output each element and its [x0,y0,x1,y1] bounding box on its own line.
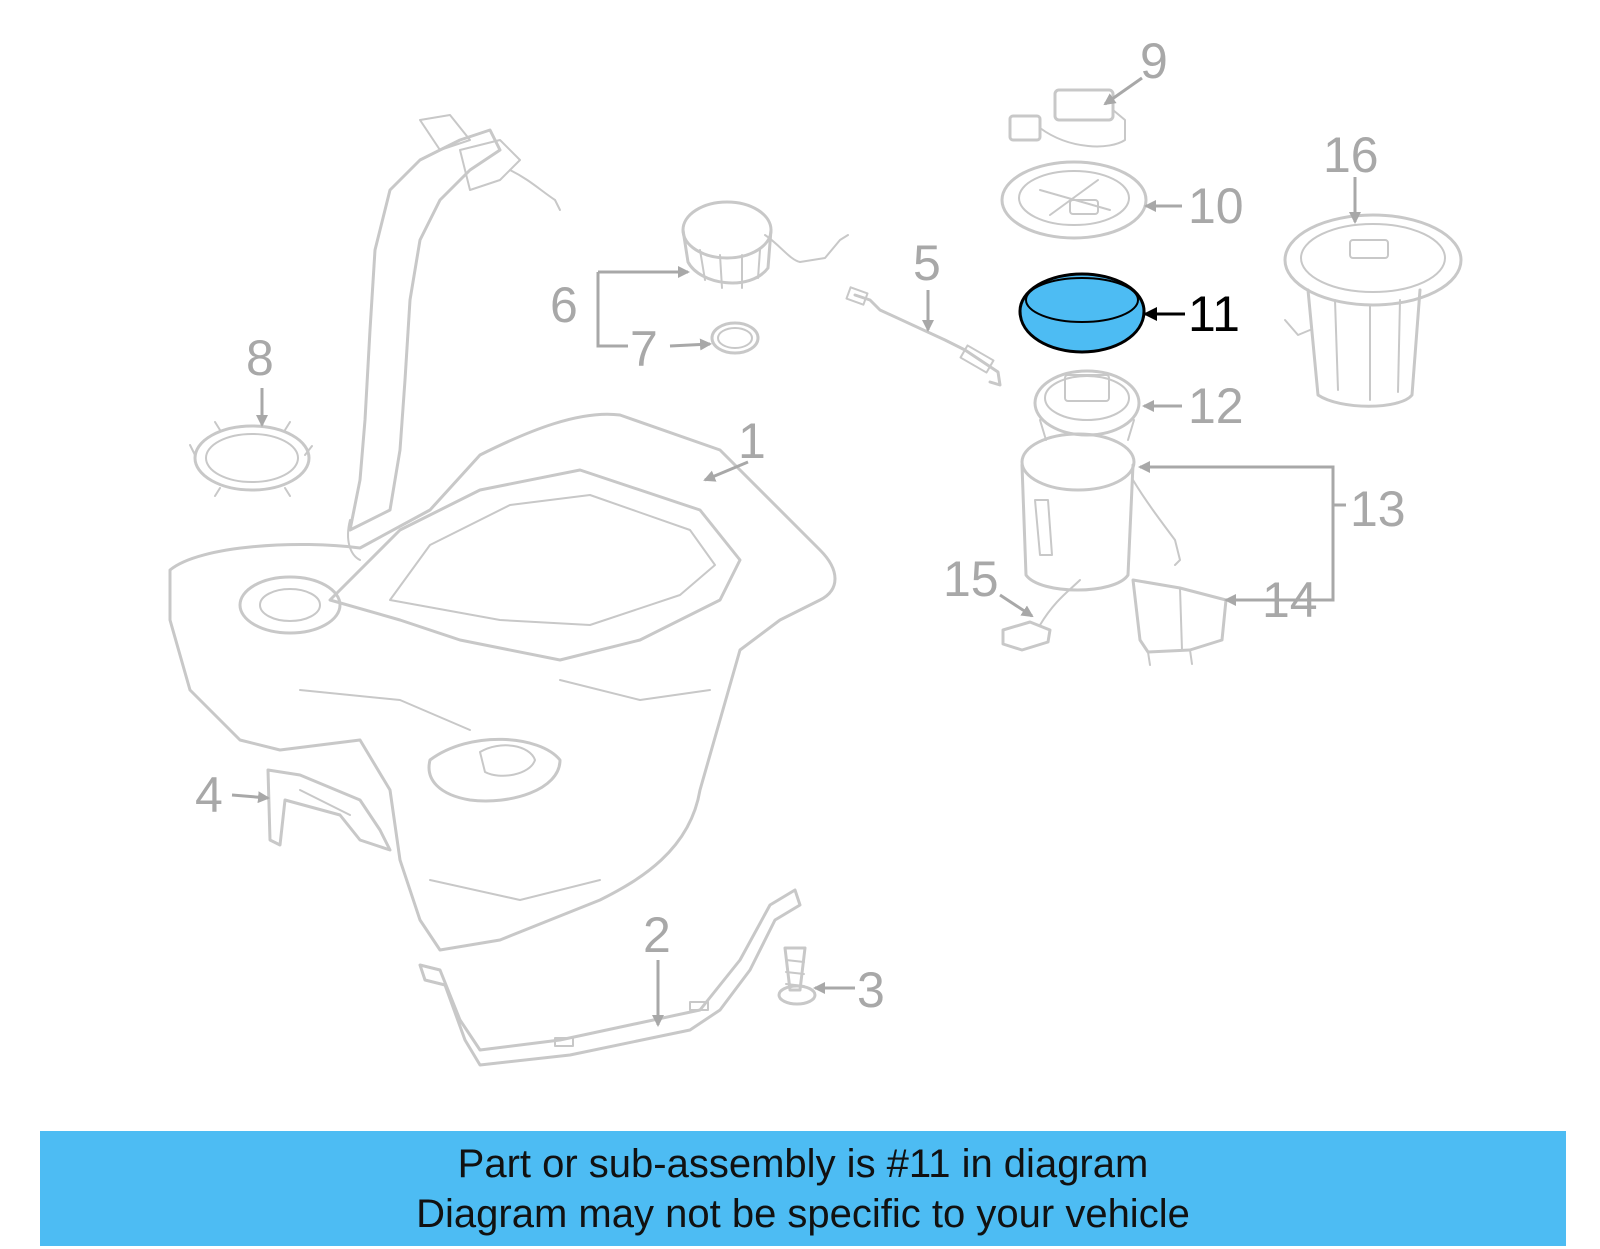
callout-1: 1 [738,413,766,469]
sender-part-14 [1131,578,1228,666]
bolt-part-3 [777,946,817,1006]
seal-ring-part-11 [1018,272,1146,354]
callout-15: 15 [943,551,999,607]
leader-4 [231,791,270,804]
fuel-pump-part-13 [1020,432,1181,592]
leader-lines [231,76,1361,1027]
sender-wire-part-5 [845,286,1002,387]
caption-line-2: Diagram may not be specific to your vehi… [416,1191,1190,1236]
callout-6: 6 [550,277,578,333]
callout-12: 12 [1188,378,1244,434]
callout-8: 8 [246,330,274,386]
o-ring-part-7 [710,321,760,355]
fuel-cap-part-6 [681,200,849,289]
cover-part-10 [1000,160,1148,240]
caption-banner: Part or sub-assembly is #11 in diagram D… [40,1131,1566,1246]
fuel-tank-part-1 [168,412,837,952]
pump-flange-part-12 [1033,369,1141,441]
connector-part-9 [1008,88,1126,148]
callout-4: 4 [195,767,223,823]
callout-11: 11 [1188,286,1240,342]
pump-assembly-part-16 [1283,213,1463,408]
callout-14: 14 [1262,572,1318,628]
leader-6-branch [596,272,628,348]
lock-ring-part-8 [189,421,313,497]
callout-numbers: 1 2 3 4 5 6 7 8 9 10 11 12 13 14 15 16 [195,33,1406,1018]
callout-3: 3 [857,962,885,1018]
callout-10: 10 [1188,178,1244,234]
caption-line-1: Part or sub-assembly is #11 in diagram [457,1141,1149,1186]
callout-13: 13 [1350,481,1406,537]
harness-part-15 [1001,579,1081,652]
leader-13-branch [1262,505,1335,602]
callout-7: 7 [630,321,658,377]
callout-9: 9 [1140,33,1168,89]
bracket-part-4 [266,768,392,852]
leader-1 [703,460,749,482]
leader-13 [1138,461,1346,507]
filler-neck [347,114,561,561]
leader-9 [1103,76,1143,106]
leader-7 [669,338,712,351]
callout-16: 16 [1323,127,1379,183]
callout-5: 5 [913,235,941,291]
tank-strap-part-2 [418,888,802,1067]
callout-2: 2 [643,907,671,963]
leader-15 [999,593,1034,618]
